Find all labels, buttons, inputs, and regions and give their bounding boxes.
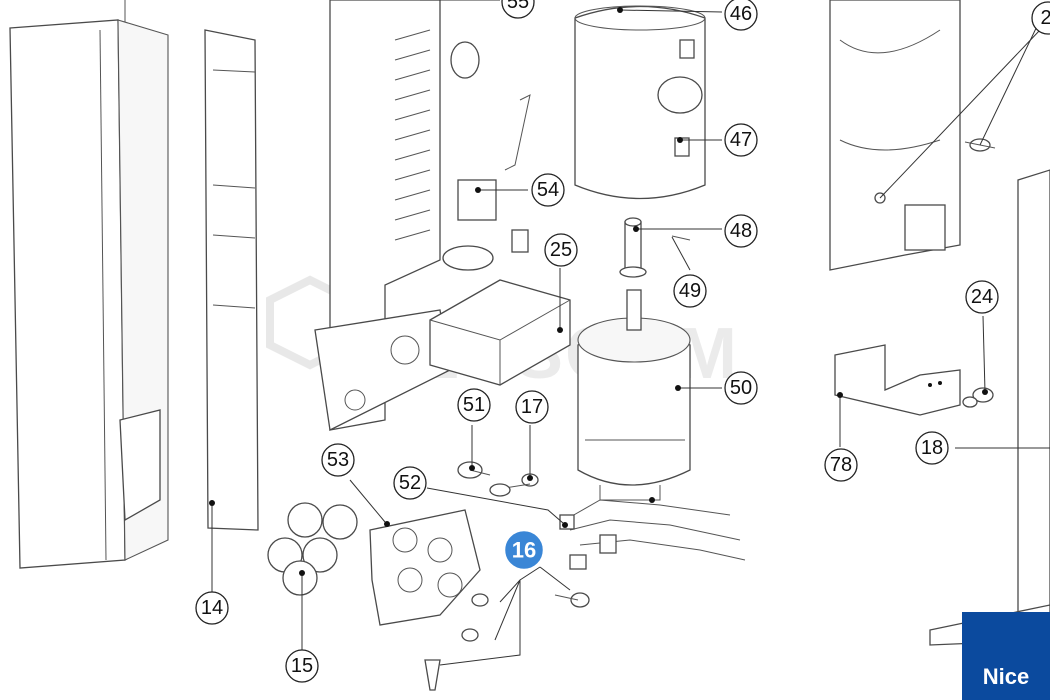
svg-text:78: 78	[830, 454, 852, 476]
svg-text:18: 18	[921, 437, 943, 459]
callout-15: 15	[285, 649, 319, 683]
part-46-cylinder	[574, 5, 706, 200]
callout-2-partial: 2	[1031, 1, 1050, 35]
svg-text:55: 55	[507, 0, 529, 13]
callout-78: 78	[824, 448, 858, 482]
part-53-plate	[369, 509, 481, 626]
callout-46: 46	[724, 0, 758, 31]
svg-text:52: 52	[399, 472, 421, 494]
part-52-wire-harness	[559, 499, 746, 561]
callout-55: 55	[501, 0, 535, 19]
callout-47: 47	[724, 123, 758, 157]
svg-text:15: 15	[291, 655, 313, 677]
callout-48: 48	[724, 214, 758, 248]
svg-text:24: 24	[971, 286, 993, 308]
svg-text:25: 25	[550, 239, 572, 261]
callout-54: 54	[531, 173, 565, 207]
part-54-bracket	[442, 94, 531, 271]
callout-52: 52	[393, 466, 427, 500]
callout-17: 17	[515, 390, 549, 424]
svg-text:47: 47	[730, 129, 752, 151]
svg-text:49: 49	[679, 280, 701, 302]
brand-logo-text: Nice	[982, 664, 1030, 689]
callout-16-highlighted: 16	[502, 528, 546, 572]
part-50-motor	[577, 289, 691, 501]
part-78-bracket	[834, 344, 961, 416]
anchor-dots	[209, 7, 988, 576]
svg-text:14: 14	[201, 597, 223, 619]
svg-text:16: 16	[512, 538, 536, 563]
callout-25: 25	[544, 233, 578, 267]
part-24-screw	[962, 387, 994, 408]
callout-49: 49	[673, 274, 707, 308]
part-14-side-column	[9, 0, 259, 569]
svg-text:54: 54	[537, 179, 559, 201]
part-16-screws	[424, 554, 590, 691]
callout-18: 18	[915, 431, 949, 465]
svg-text:53: 53	[327, 449, 349, 471]
callout-50: 50	[724, 371, 758, 405]
leader-lines	[211, 0, 1050, 666]
svg-text:17: 17	[521, 396, 543, 418]
part-49-pin	[671, 235, 691, 241]
part-55-housing	[314, 0, 480, 431]
part-15-grommets	[267, 502, 358, 596]
svg-text:51: 51	[463, 394, 485, 416]
callout-14: 14	[195, 591, 229, 625]
callout-53: 53	[321, 443, 355, 477]
svg-text:48: 48	[730, 220, 752, 242]
callout-24: 24	[965, 280, 999, 314]
svg-text:50: 50	[730, 377, 752, 399]
part-48-shaft	[619, 217, 647, 278]
highlight-marker	[502, 528, 546, 572]
brand-logo: Nice	[962, 612, 1050, 700]
part-right-upper-assembly	[829, 0, 996, 271]
svg-text:2: 2	[1040, 7, 1050, 29]
callout-51: 51	[457, 388, 491, 422]
part-25-cover-block	[429, 279, 571, 386]
svg-text:46: 46	[730, 3, 752, 25]
